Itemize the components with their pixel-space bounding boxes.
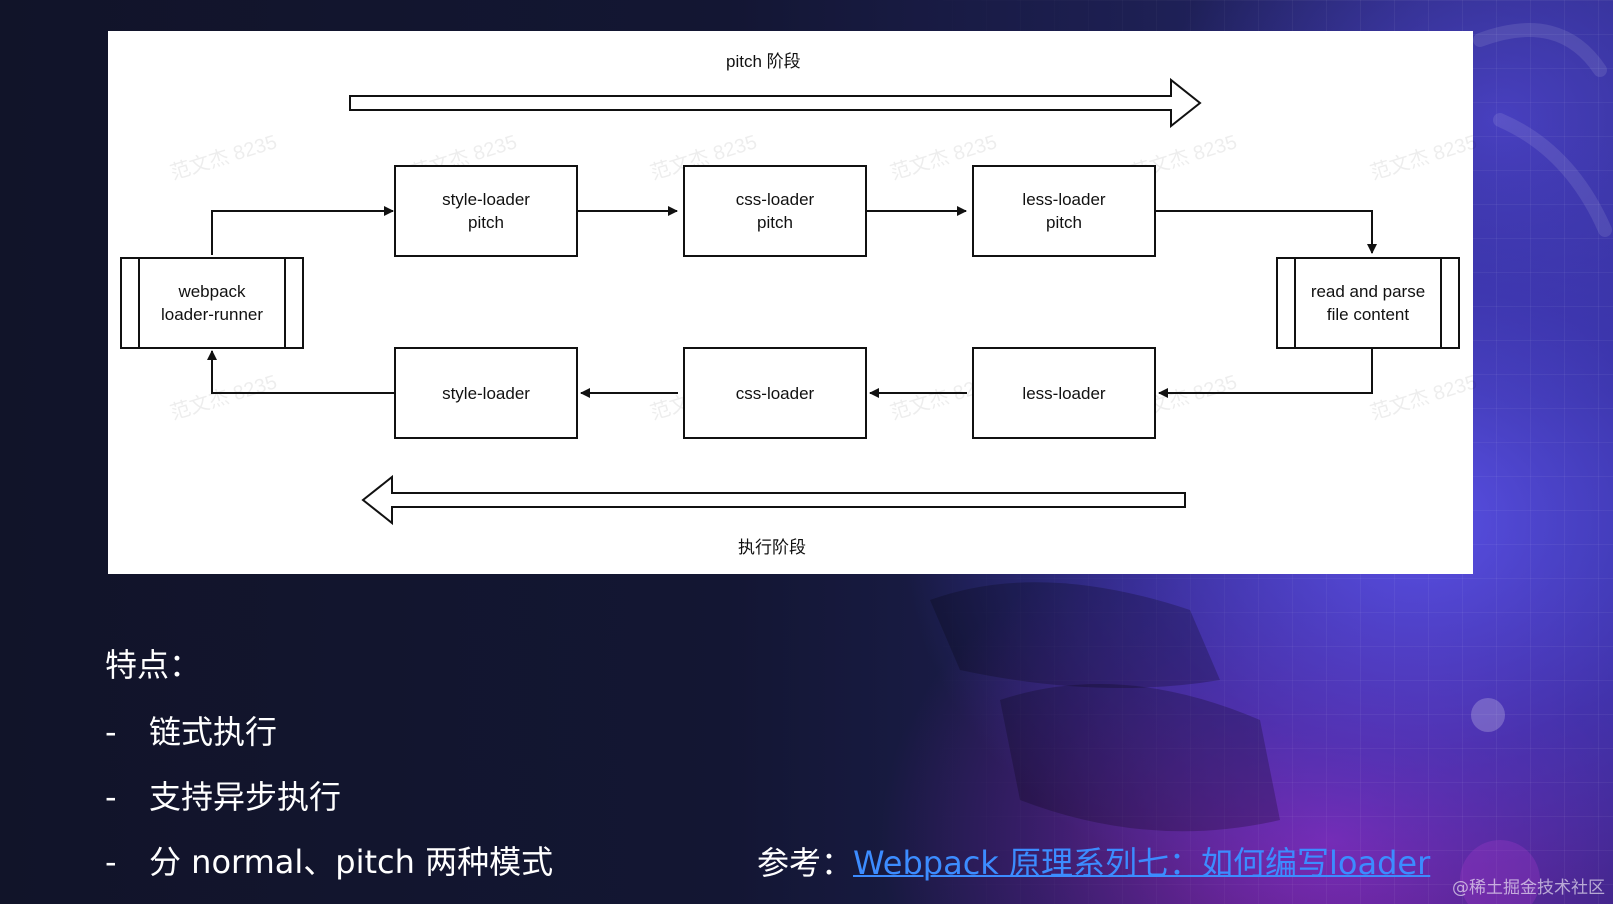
node-less-loader: less-loader — [972, 347, 1156, 439]
reference-link[interactable]: Webpack 原理系列七：如何编写loader — [853, 844, 1431, 882]
node-webpack-loader-runner: webpack loader-runner — [120, 257, 304, 349]
node-style-loader: style-loader — [394, 347, 578, 439]
execution-phase-label: 执行阶段 — [738, 538, 806, 557]
pitch-phase-arrow — [349, 77, 1202, 129]
feature-item: -分 normal、pitch 两种模式 — [105, 842, 553, 882]
node-read-and-parse: read and parse file content — [1276, 257, 1460, 349]
feature-text: 链式执行 — [149, 713, 278, 751]
diagram-connectors — [207, 77, 1377, 526]
node-style-loader-pitch: style-loader pitch — [394, 165, 578, 257]
bullet-dash: - — [105, 843, 117, 881]
feature-text: 支持异步执行 — [149, 778, 342, 816]
reference-line: 参考：Webpack 原理系列七：如何编写loader — [757, 843, 1430, 883]
node-css-loader-pitch: css-loader pitch — [683, 165, 867, 257]
bullet-dash: - — [105, 778, 117, 816]
node-less-loader-pitch: less-loader pitch — [972, 165, 1156, 257]
bullet-dash: - — [105, 713, 117, 751]
pitch-phase-label: pitch 阶段 — [726, 52, 801, 71]
feature-item: -支持异步执行 — [105, 777, 341, 817]
execution-phase-arrow — [361, 474, 1186, 526]
node-css-loader: css-loader — [683, 347, 867, 439]
feature-text: 分 normal、pitch 两种模式 — [149, 843, 554, 881]
feature-item: -链式执行 — [105, 712, 277, 752]
features-title: 特点： — [105, 646, 202, 684]
reference-label: 参考： — [757, 844, 854, 882]
features-section: 特点： -链式执行 -支持异步执行 -分 normal、pitch 两种模式 — [105, 645, 553, 881]
site-watermark: @稀土掘金技术社区 — [1452, 878, 1605, 898]
loader-flow-diagram: 范文杰 8235 范文杰 8235 范文杰 8235 范文杰 8235 范文杰 … — [108, 31, 1480, 574]
